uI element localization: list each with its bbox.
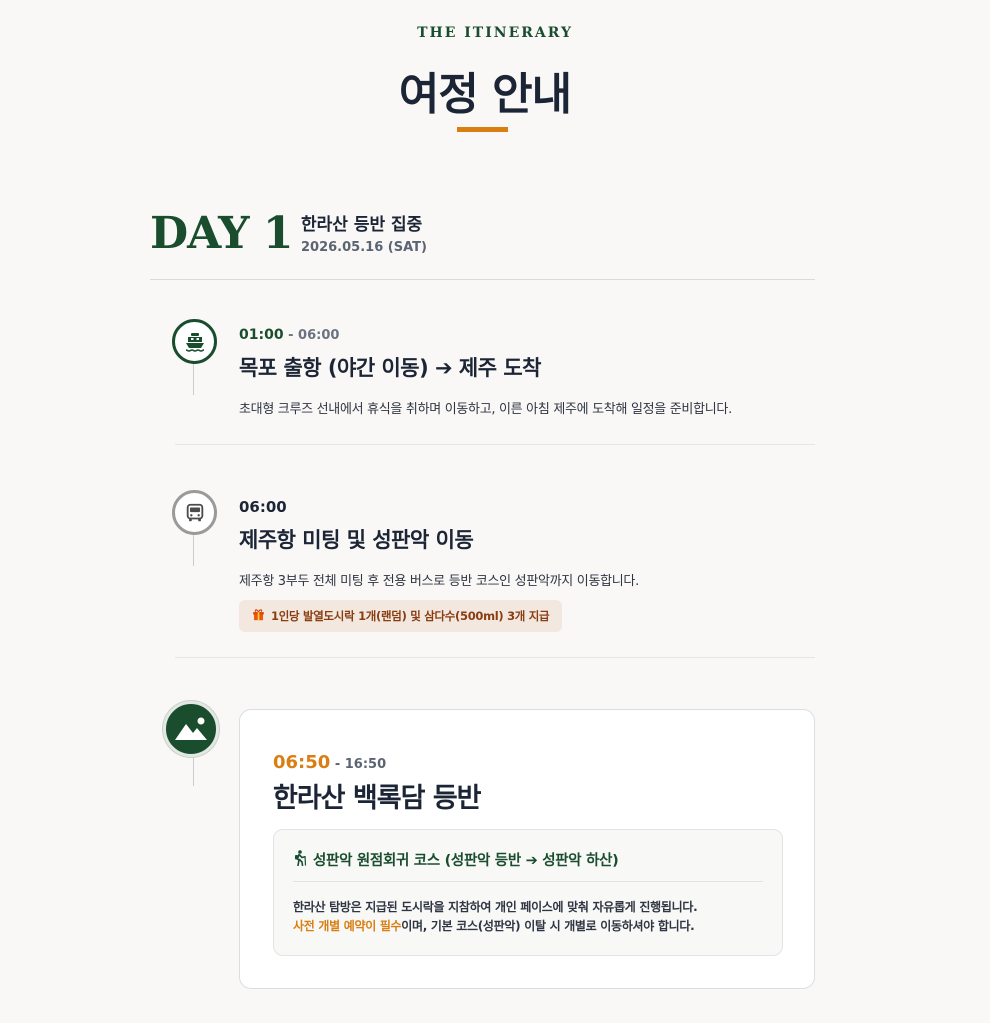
- ship-icon: [172, 319, 217, 364]
- row-divider: [175, 444, 815, 445]
- gift-badge-text: 1인당 발열도시락 1개(랜덤) 및 삼다수(500ml) 3개 지급: [271, 609, 550, 623]
- item-title: 제주항 미팅 및 성판악 이동: [239, 528, 474, 552]
- bus-icon: [172, 490, 217, 535]
- reservation-required-highlight: 사전 개별 예약이 필수: [293, 919, 402, 933]
- item-title: 한라산 백록담 등반: [273, 783, 482, 814]
- item-title: 목포 출항 (야간 이동) ➔ 제주 도착: [239, 356, 542, 380]
- day-date: 2026.05.16 (SAT): [301, 240, 427, 255]
- course-heading: 성판악 원점회귀 코스 (성판악 등반 ➔ 성판악 하산): [293, 849, 619, 870]
- section-eyebrow: THE ITINERARY: [417, 25, 573, 41]
- item-description: 제주항 3부두 전체 미팅 후 전용 버스로 등반 코스인 성판악까지 이동합니…: [239, 574, 639, 589]
- course-divider: [293, 881, 763, 882]
- timeline-connector: [193, 364, 194, 395]
- day-divider: [150, 279, 815, 280]
- item-description: 초대형 크루즈 선내에서 휴식을 취하며 이동하고, 이른 아침 제주에 도착해…: [239, 402, 732, 417]
- course-description-line: 한라산 탐방은 지급된 도시락을 지참하여 개인 페이스에 맞춰 자유롭게 진행…: [293, 900, 698, 914]
- gift-icon: [252, 608, 265, 624]
- item-time: 06:00: [239, 498, 287, 516]
- itinerary-card: 06:50 - 16:50 한라산 백록담 등반 성판악 원점회귀 코스 (성판…: [239, 709, 815, 989]
- day-label: DAY 1: [150, 208, 293, 259]
- item-time: 06:50 - 16:50: [273, 752, 387, 773]
- timeline-connector: [193, 757, 194, 786]
- timeline-connector: [193, 535, 194, 566]
- course-info-box: 성판악 원점회귀 코스 (성판악 등반 ➔ 성판악 하산) 한라산 탐방은 지급…: [273, 829, 783, 956]
- day-subtitle: 한라산 등반 집중: [301, 215, 423, 235]
- row-divider: [175, 657, 815, 658]
- item-time: 01:00 - 06:00: [239, 327, 340, 343]
- course-notice-line: 사전 개별 예약이 필수이며, 기본 코스(성판악) 이탈 시 개별로 이동하셔…: [293, 919, 695, 933]
- page-title: 여정 안내: [398, 69, 572, 120]
- title-underline: [457, 127, 508, 132]
- gift-badge: 1인당 발열도시락 1개(랜덤) 및 삼다수(500ml) 3개 지급: [239, 600, 563, 632]
- mountain-icon: [163, 701, 219, 757]
- hiker-icon: [293, 849, 307, 870]
